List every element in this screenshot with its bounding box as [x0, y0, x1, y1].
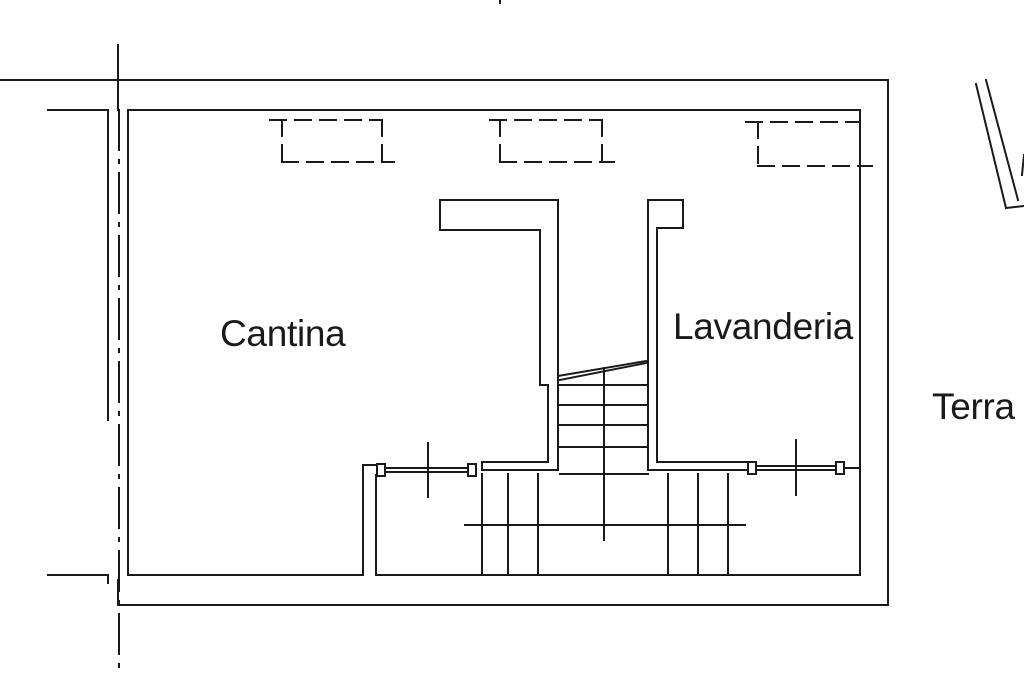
outer-wall	[0, 79, 889, 606]
stair-wall-right	[647, 199, 749, 471]
partition-wall	[362, 464, 385, 576]
room-label-terra: Terra	[932, 386, 1015, 427]
terrace-edge	[974, 78, 1024, 210]
stair-wall-left	[439, 199, 559, 471]
window-openings	[269, 119, 873, 167]
room-label-lavanderia: Lavanderia	[673, 306, 854, 347]
inner-wall	[127, 109, 861, 576]
door-left	[376, 442, 477, 498]
neighbour-wall	[47, 44, 119, 584]
door-right	[747, 439, 859, 496]
stair-treads	[464, 359, 746, 576]
room-label-cantina: Cantina	[220, 313, 346, 354]
